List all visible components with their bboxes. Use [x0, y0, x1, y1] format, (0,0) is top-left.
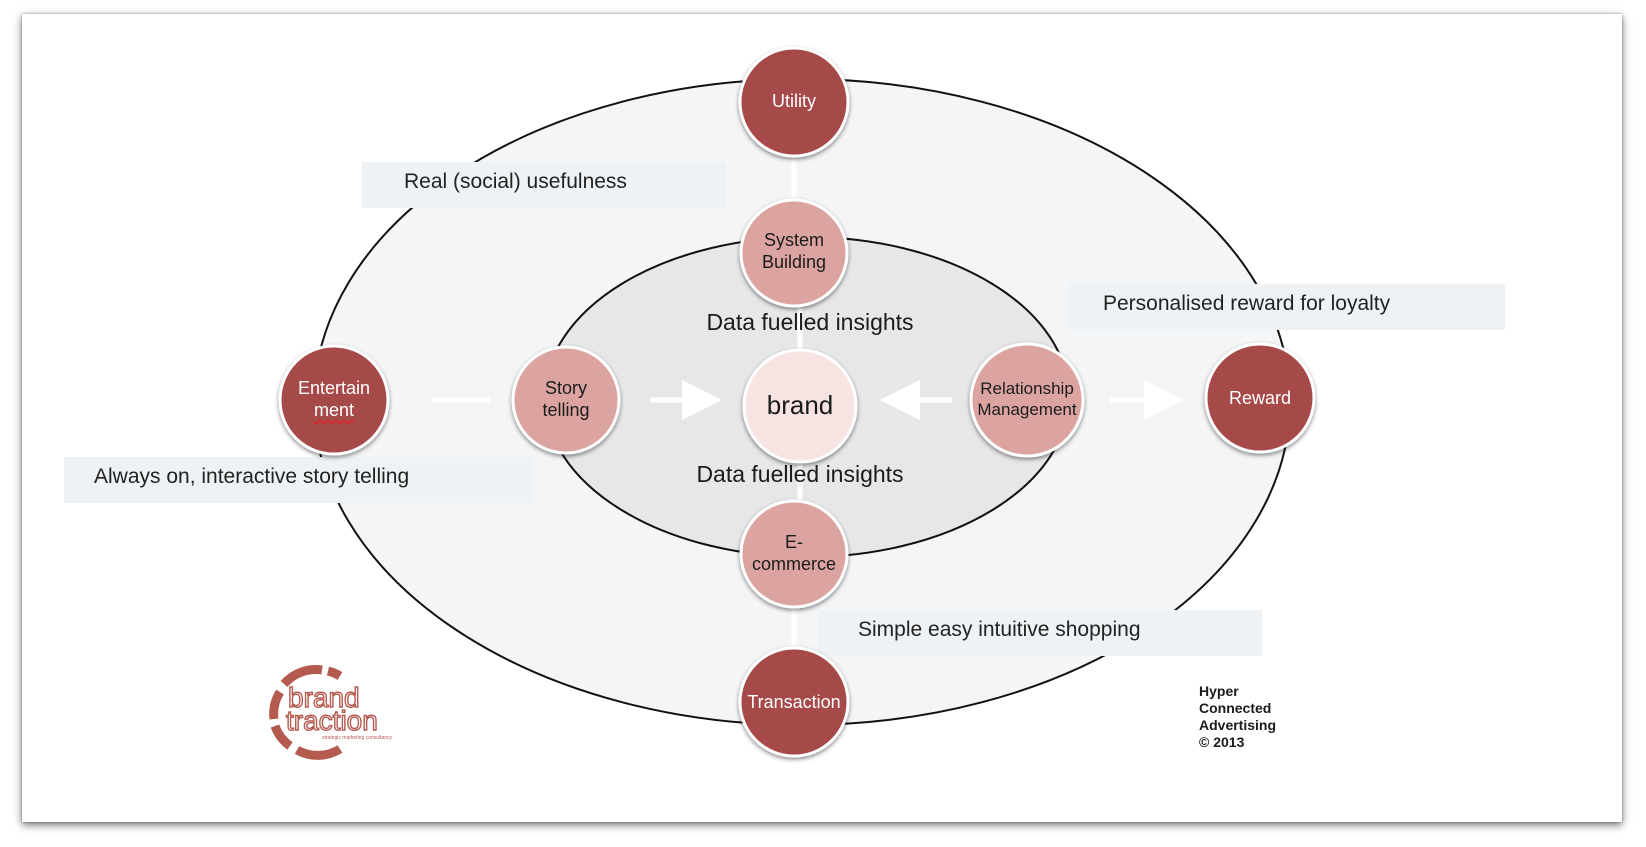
- node-transaction: Transaction: [738, 646, 850, 758]
- node-entertainment: Entertain ment: [278, 344, 390, 456]
- node-brand-circle: [742, 348, 858, 464]
- callout-transaction-text: Simple easy intuitive shopping: [858, 618, 1141, 641]
- node-ecommerce-label-2: commerce: [752, 554, 836, 574]
- node-system-building-label-1: System: [764, 230, 824, 250]
- node-entertainment-label-2: ment: [314, 400, 354, 420]
- connectors: [432, 154, 1184, 650]
- node-ecommerce: E- commerce: [739, 499, 849, 609]
- logo-tagline: strategic marketing consultancy: [322, 735, 393, 741]
- insight-top: Data fuelled insights: [706, 309, 913, 335]
- credit: Hyper Connected Advertising © 2013: [1199, 683, 1276, 750]
- node-reward: Reward: [1204, 342, 1316, 454]
- credit-line-3: Advertising: [1199, 717, 1276, 733]
- node-relationship-management-label-2: Management: [977, 400, 1077, 419]
- callout-reward-box: [1069, 284, 1505, 330]
- node-relationship-management-circle: [969, 342, 1085, 458]
- brand-traction-logo: brand traction strategic marketing consu…: [269, 665, 393, 760]
- node-system-building-circle: [739, 198, 849, 308]
- callout-entertainment: Always on, interactive story telling: [64, 457, 532, 503]
- node-entertainment-circle: [278, 344, 390, 456]
- node-relationship-management: Relationship Management: [969, 342, 1085, 458]
- callout-reward-text: Personalised reward for loyalty: [1103, 292, 1391, 315]
- credit-line-1: Hyper: [1199, 683, 1239, 699]
- node-story-telling-label-2: telling: [542, 400, 589, 420]
- node-brand-label: brand: [767, 390, 834, 420]
- node-story-telling-circle: [511, 345, 621, 455]
- node-system-building-label-2: Building: [762, 252, 826, 272]
- node-entertainment-label-1: Entertain: [298, 378, 370, 398]
- node-transaction-label: Transaction: [747, 692, 840, 712]
- spellcheck-underline: [313, 419, 355, 425]
- callout-reward: Personalised reward for loyalty: [1069, 284, 1505, 330]
- node-utility-label: Utility: [772, 91, 816, 111]
- node-reward-label: Reward: [1229, 388, 1291, 408]
- node-ecommerce-circle: [739, 499, 849, 609]
- node-system-building: System Building: [739, 198, 849, 308]
- logo-ring-icon: [269, 665, 343, 760]
- callout-entertainment-box: [64, 457, 532, 503]
- node-reward-circle: [1204, 342, 1316, 454]
- node-story-telling-label-1: Story: [545, 378, 587, 398]
- slide: Real (social) usefulness Personalised re…: [22, 14, 1622, 822]
- node-story-telling: Story telling: [511, 345, 621, 455]
- callout-utility: Real (social) usefulness: [362, 162, 726, 208]
- logo-word-traction: traction: [286, 705, 378, 736]
- node-relationship-management-label-1: Relationship: [980, 379, 1074, 398]
- callout-transaction-box: [818, 610, 1262, 656]
- node-utility: Utility: [738, 46, 850, 158]
- callout-transaction: Simple easy intuitive shopping: [818, 610, 1262, 656]
- callout-utility-box: [362, 162, 726, 208]
- callout-utility-text: Real (social) usefulness: [404, 170, 627, 193]
- logo-word-brand: brand: [288, 682, 360, 713]
- node-brand: brand: [742, 348, 858, 464]
- callout-entertainment-text: Always on, interactive story telling: [94, 465, 409, 488]
- brand-diagram: Real (social) usefulness Personalised re…: [64, 46, 1505, 760]
- node-utility-circle: [738, 46, 850, 158]
- credit-line-4: © 2013: [1199, 734, 1245, 750]
- credit-line-2: Connected: [1199, 700, 1271, 716]
- node-transaction-circle: [738, 646, 850, 758]
- insight-bottom: Data fuelled insights: [696, 461, 903, 487]
- node-ecommerce-label-1: E-: [785, 532, 803, 552]
